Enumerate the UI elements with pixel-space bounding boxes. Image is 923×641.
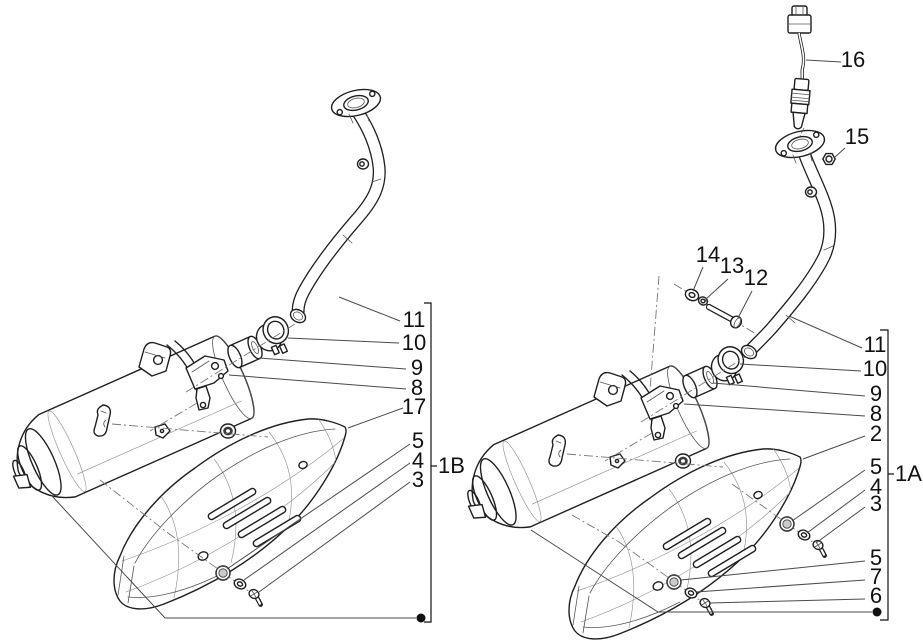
leader-line: [226, 443, 411, 570]
exhaust-flange: [774, 129, 826, 159]
leader-line: [258, 481, 411, 593]
leader-line: [683, 403, 866, 417]
callout-label: 16: [841, 47, 865, 72]
centerline: [571, 514, 620, 543]
callout-label: 12: [744, 265, 768, 290]
callout-label: 6: [870, 583, 882, 608]
callout-label: 3: [870, 491, 882, 516]
leader-line: [243, 462, 411, 581]
leader-line: [806, 489, 866, 534]
callout-label: 9: [411, 355, 423, 380]
callout-label: 9: [870, 381, 882, 406]
pipe-lug: [804, 186, 818, 198]
exhaust-pipe-part11: [740, 143, 837, 360]
group-bullet: [416, 613, 426, 623]
leader-line: [228, 374, 407, 390]
group-bullet: [872, 607, 882, 617]
callout-bracket-1a: [880, 329, 889, 621]
callout-label: 7: [870, 564, 882, 589]
callout-label: 8: [411, 375, 423, 400]
callout-label: 10: [402, 330, 426, 355]
washer-part14: [684, 288, 700, 302]
leader-line: [788, 315, 863, 349]
centerline: [99, 479, 169, 534]
exhaust-pipe-part11: [289, 104, 386, 324]
leader-line: [708, 598, 866, 604]
leader-line: [680, 560, 866, 581]
callout-label: 11: [864, 332, 887, 357]
leader-line: [815, 506, 866, 544]
callout-label: 4: [870, 474, 882, 499]
leader-line: [791, 469, 866, 522]
callout-label: 14: [696, 242, 720, 267]
group-line: [530, 529, 872, 613]
spring-washer-part13: [697, 296, 709, 306]
leader-line: [739, 363, 862, 372]
leader-line: [695, 579, 866, 593]
muffler-assembly: [450, 343, 801, 639]
leader-line: [802, 435, 866, 460]
leader-line: [338, 296, 401, 322]
callout-label: 5: [870, 454, 882, 479]
callout-label: 10: [863, 356, 887, 381]
callout-label: 15: [845, 124, 869, 149]
muffler-assembly: [0, 313, 346, 609]
oxygen-sensor-part16: [787, 5, 812, 137]
callout-label: 8: [870, 401, 882, 426]
group-label-1b: 1B: [438, 453, 465, 478]
callout-label: 11: [403, 307, 426, 332]
callout-label: 13: [720, 253, 744, 278]
callout-label: 5: [870, 545, 882, 570]
leader-line: [258, 357, 407, 370]
bolt-part12: [705, 303, 743, 329]
pipe-lug: [356, 158, 370, 170]
leader-line: [805, 59, 842, 63]
group-line: [51, 495, 416, 619]
exhaust-flange: [330, 88, 382, 118]
leader-line: [712, 382, 866, 397]
flange-nut-part15: [822, 152, 836, 166]
callout-bracket-1b: [424, 302, 432, 623]
pipe-open-end: [740, 344, 758, 360]
callout-label: 4: [412, 448, 424, 473]
leader-line: [705, 278, 729, 300]
pipe-open-end: [289, 308, 307, 324]
callout-label: 5: [412, 428, 424, 453]
leader-line: [737, 290, 753, 319]
callout-label: 17: [402, 394, 426, 419]
leader-line: [692, 266, 704, 292]
callout-label: 2: [870, 421, 882, 446]
leader-line: [834, 147, 846, 158]
centerline: [649, 275, 660, 391]
leader-line: [287, 337, 400, 344]
callout-label: 3: [412, 467, 424, 492]
diagram-variant-1b: 11 10 9 8 17 5 4 3 1B: [0, 88, 465, 623]
diagram-variant-1a: 16 15 14 13 12 11 10 9 8 2 5 4 3 5 7 6 1…: [450, 5, 922, 639]
group-label-1a: 1A: [895, 461, 922, 486]
centerline: [673, 283, 757, 335]
leader-line: [347, 407, 404, 429]
